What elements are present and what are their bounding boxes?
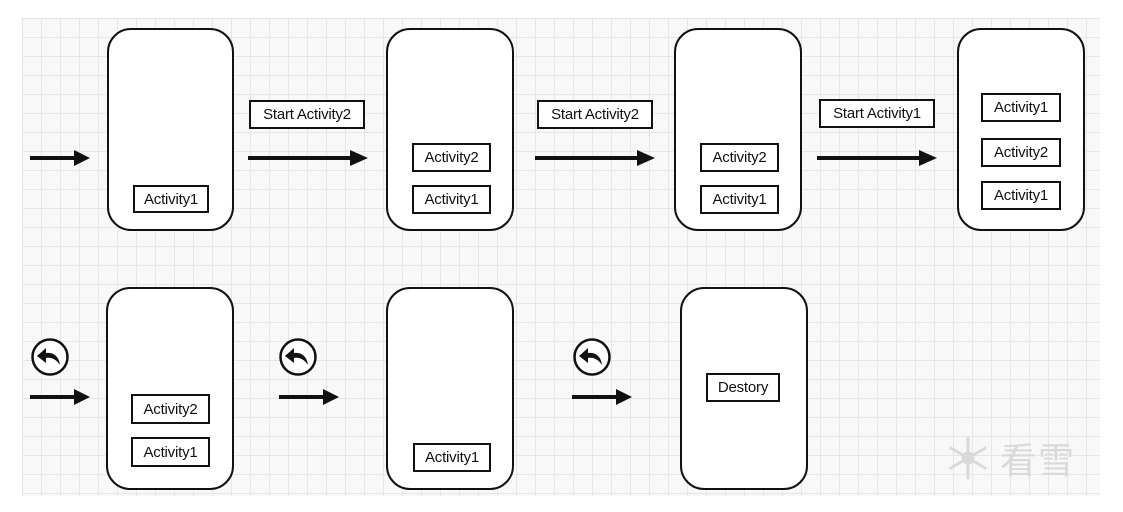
- phone-state-4: Activity1 Activity2 Activity1: [957, 28, 1085, 231]
- stack-item: Activity1: [413, 443, 491, 472]
- arrow-transition-3: [817, 150, 937, 166]
- phone-state-3: Activity2 Activity1: [674, 28, 802, 231]
- phone-state-6: Activity1: [386, 287, 514, 490]
- stack-item: Activity1: [700, 185, 779, 214]
- stack-item: Activity1: [981, 93, 1061, 122]
- stack-item: Activity1: [131, 437, 210, 467]
- phone-state-1: Activity1: [107, 28, 234, 231]
- stack-item: Activity2: [412, 143, 491, 172]
- stack-item: Activity2: [131, 394, 210, 424]
- arrow-back-2: [279, 389, 339, 405]
- phone-state-7: Destory: [680, 287, 808, 490]
- destroy-label: Destory: [706, 373, 780, 402]
- stack-item: Activity1: [981, 181, 1061, 210]
- arrow-transition-1: [248, 150, 368, 166]
- back-icon: [31, 338, 69, 376]
- stack-item: Activity2: [981, 138, 1061, 167]
- stack-item: Activity2: [700, 143, 779, 172]
- action-label-start-activity2: Start Activity2: [537, 100, 653, 129]
- back-icon: [573, 338, 611, 376]
- watermark-text: 看雪: [1000, 441, 1077, 482]
- watermark: 看雪: [944, 428, 1104, 488]
- back-icon: [279, 338, 317, 376]
- snowflake-icon: [949, 436, 987, 480]
- stack-item: Activity1: [412, 185, 491, 214]
- action-label-start-activity2: Start Activity2: [249, 100, 365, 129]
- phone-state-2: Activity2 Activity1: [386, 28, 514, 231]
- arrow-transition-2: [535, 150, 655, 166]
- arrow-back-1: [30, 389, 90, 405]
- stack-item: Activity1: [133, 185, 209, 213]
- phone-state-5: Activity2 Activity1: [106, 287, 234, 490]
- arrow-back-3: [572, 389, 632, 405]
- action-label-start-activity1: Start Activity1: [819, 99, 935, 128]
- arrow-entry-row1: [30, 150, 90, 166]
